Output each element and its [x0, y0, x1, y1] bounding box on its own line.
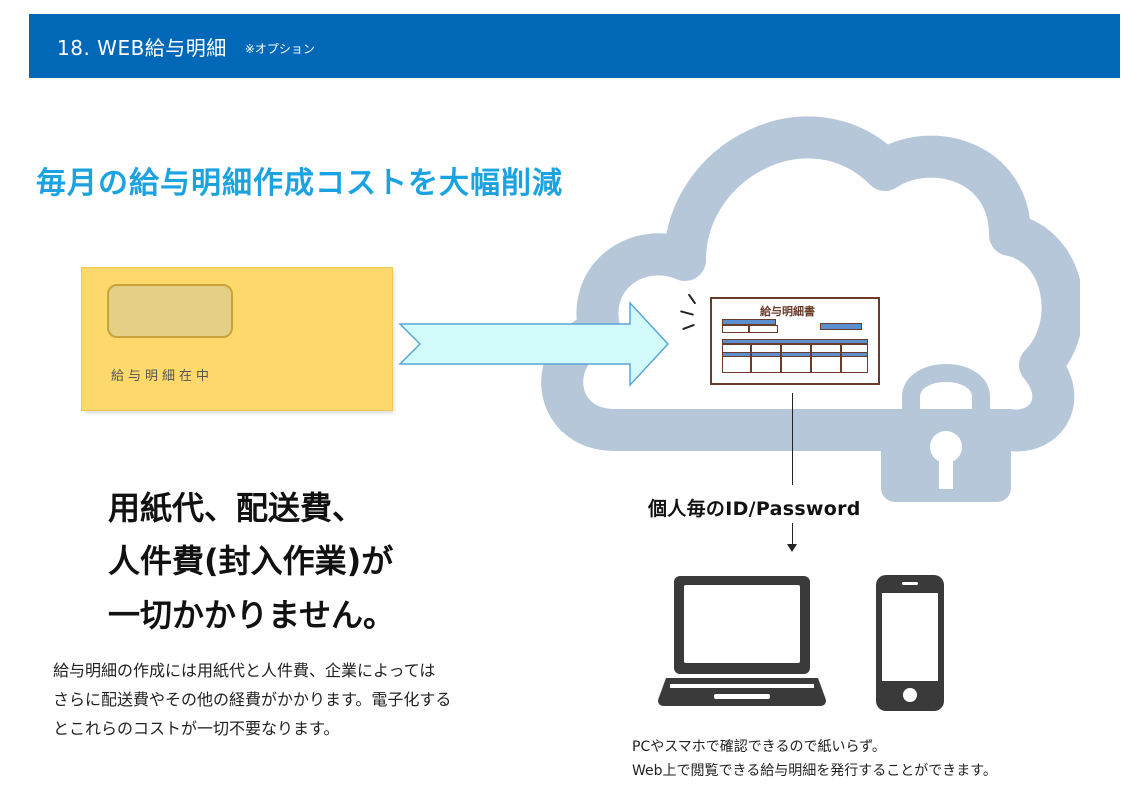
benefit-line-1: 用紙代、配送費、	[108, 489, 365, 527]
envelope-label: 給与明細在中	[111, 369, 214, 384]
payslip-document-icon: 給与明細書	[710, 297, 880, 385]
down-arrow-icon	[787, 544, 797, 552]
envelope-image: 給与明細在中	[82, 268, 392, 410]
laptop-icon	[658, 576, 826, 706]
right-arrow-icon	[398, 301, 670, 387]
benefit-line-2: 人件費(封入作業)が	[108, 542, 394, 580]
id-password-label: 個人毎のID/Password	[648, 498, 861, 520]
benefit-line-3: 一切かかりません。	[108, 596, 396, 634]
headline: 毎月の給与明細作成コストを大幅削減	[36, 166, 563, 201]
description-line-3: とこれらのコストが一切不要なります。	[53, 719, 340, 738]
description-line-2: さらに配送費やその他の経費がかかります。電子化する	[53, 690, 452, 709]
section-header: 18. WEB給与明細 ※オプション	[29, 14, 1120, 78]
device-caption-line-1: PCやスマホで確認できるので紙いらず。	[632, 739, 886, 755]
smartphone-icon	[876, 575, 944, 711]
connector-line	[792, 393, 793, 485]
section-title: 18. WEB給与明細	[57, 35, 227, 60]
connector-line	[792, 523, 793, 545]
lock-icon	[881, 364, 1011, 502]
device-caption-line-2: Web上で閲覧できる給与明細を発行することができます。	[632, 763, 997, 779]
envelope-window	[107, 284, 233, 338]
payslip-title: 給与明細書	[760, 305, 815, 318]
description-line-1: 給与明細の作成には用紙代と人件費、企業によっては	[53, 661, 436, 680]
option-note: ※オプション	[244, 41, 315, 56]
